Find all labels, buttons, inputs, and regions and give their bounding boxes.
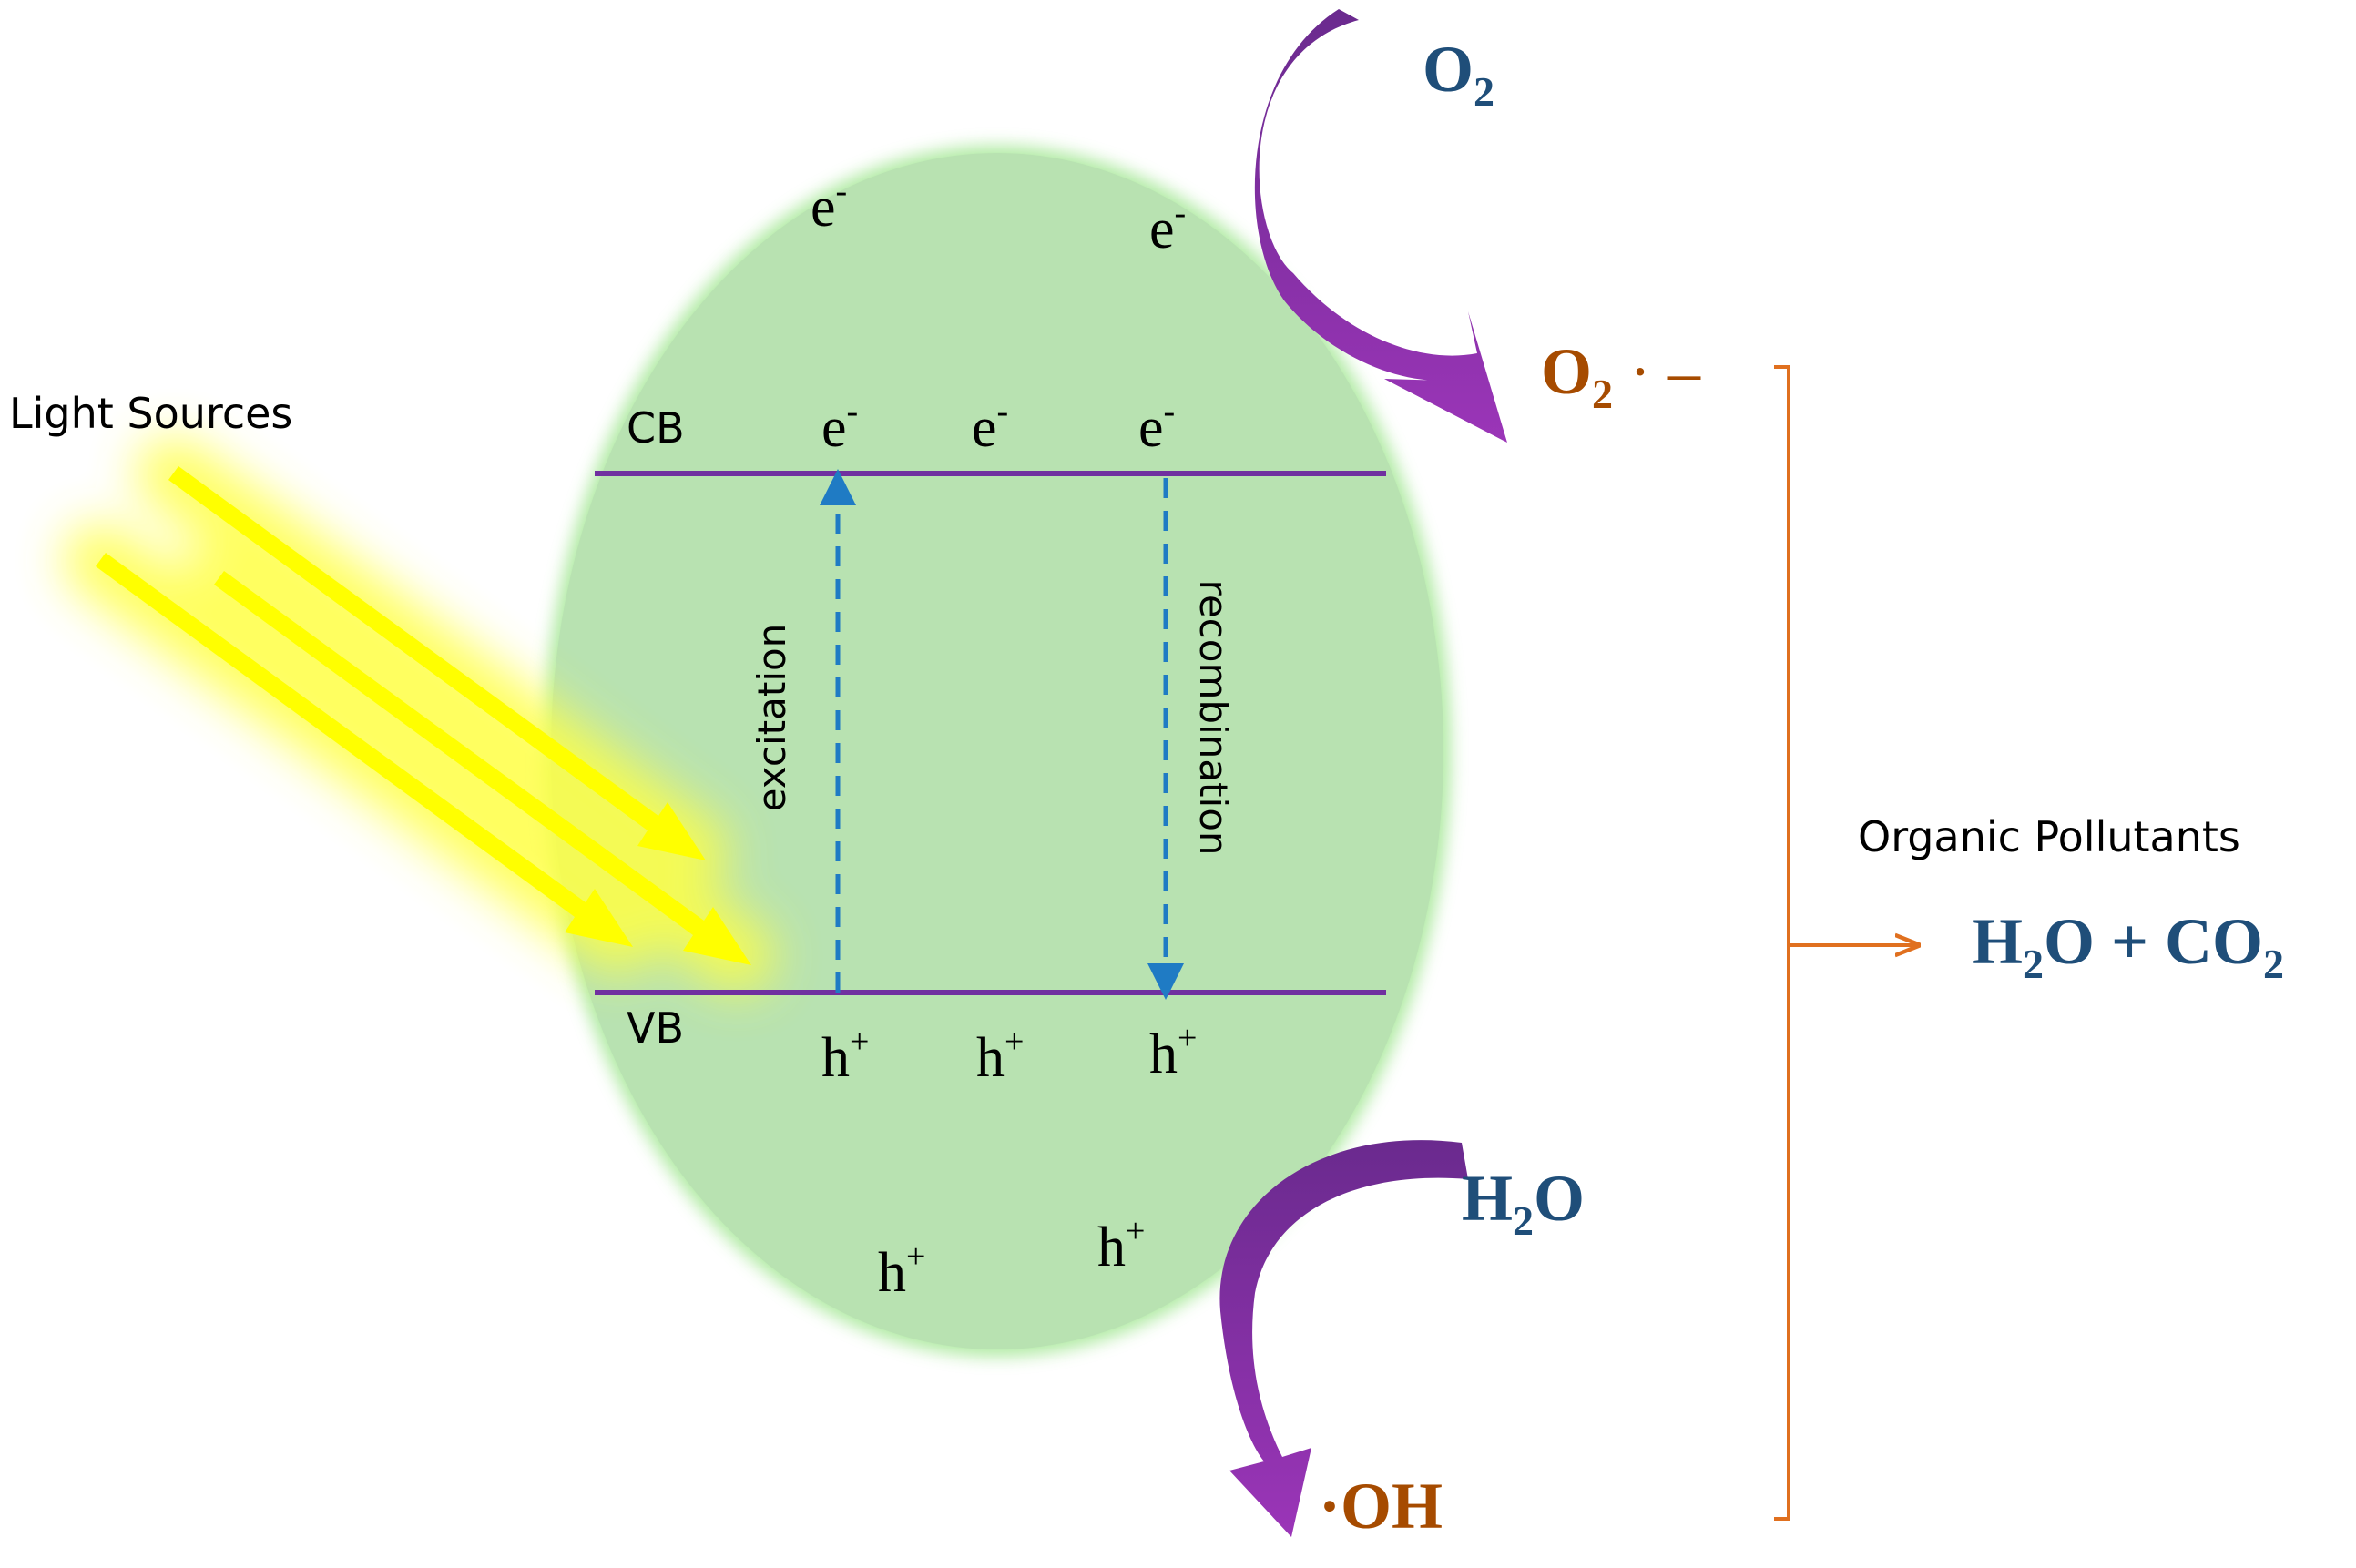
- recombination-label: recombination: [1191, 579, 1236, 855]
- products-label: H2O + CO2: [1972, 905, 2284, 987]
- right-bracket-arrow: [1774, 365, 1918, 1521]
- hole: h+: [821, 1023, 869, 1089]
- vb-label: VB: [627, 1003, 684, 1053]
- hydroxyl-radical-label: ·OH: [1319, 1470, 1443, 1543]
- cb-label: CB: [627, 403, 685, 453]
- hole: h+: [1149, 1019, 1197, 1085]
- hole: h+: [878, 1237, 925, 1304]
- electron: e-: [811, 172, 847, 239]
- excitation-label: excitation: [750, 624, 794, 812]
- electron: e-: [972, 392, 1008, 459]
- semiconductor-particle: [551, 153, 1443, 1349]
- oxygen-label: O2: [1423, 33, 1494, 115]
- electron: e-: [1149, 194, 1186, 260]
- electron: e-: [1138, 392, 1175, 459]
- hole: h+: [1097, 1212, 1145, 1278]
- superoxide-label: O2 · –: [1541, 335, 1701, 417]
- organic-pollutants-label: Organic Pollutants: [1858, 812, 2240, 861]
- electron: e-: [821, 392, 858, 459]
- water-label: H2O: [1462, 1162, 1585, 1244]
- hole: h+: [976, 1023, 1024, 1089]
- light-sources-label: Light Sources: [9, 389, 292, 438]
- curved-purple-arrow: [1254, 9, 1507, 443]
- light-ray-arrows: [64, 437, 774, 993]
